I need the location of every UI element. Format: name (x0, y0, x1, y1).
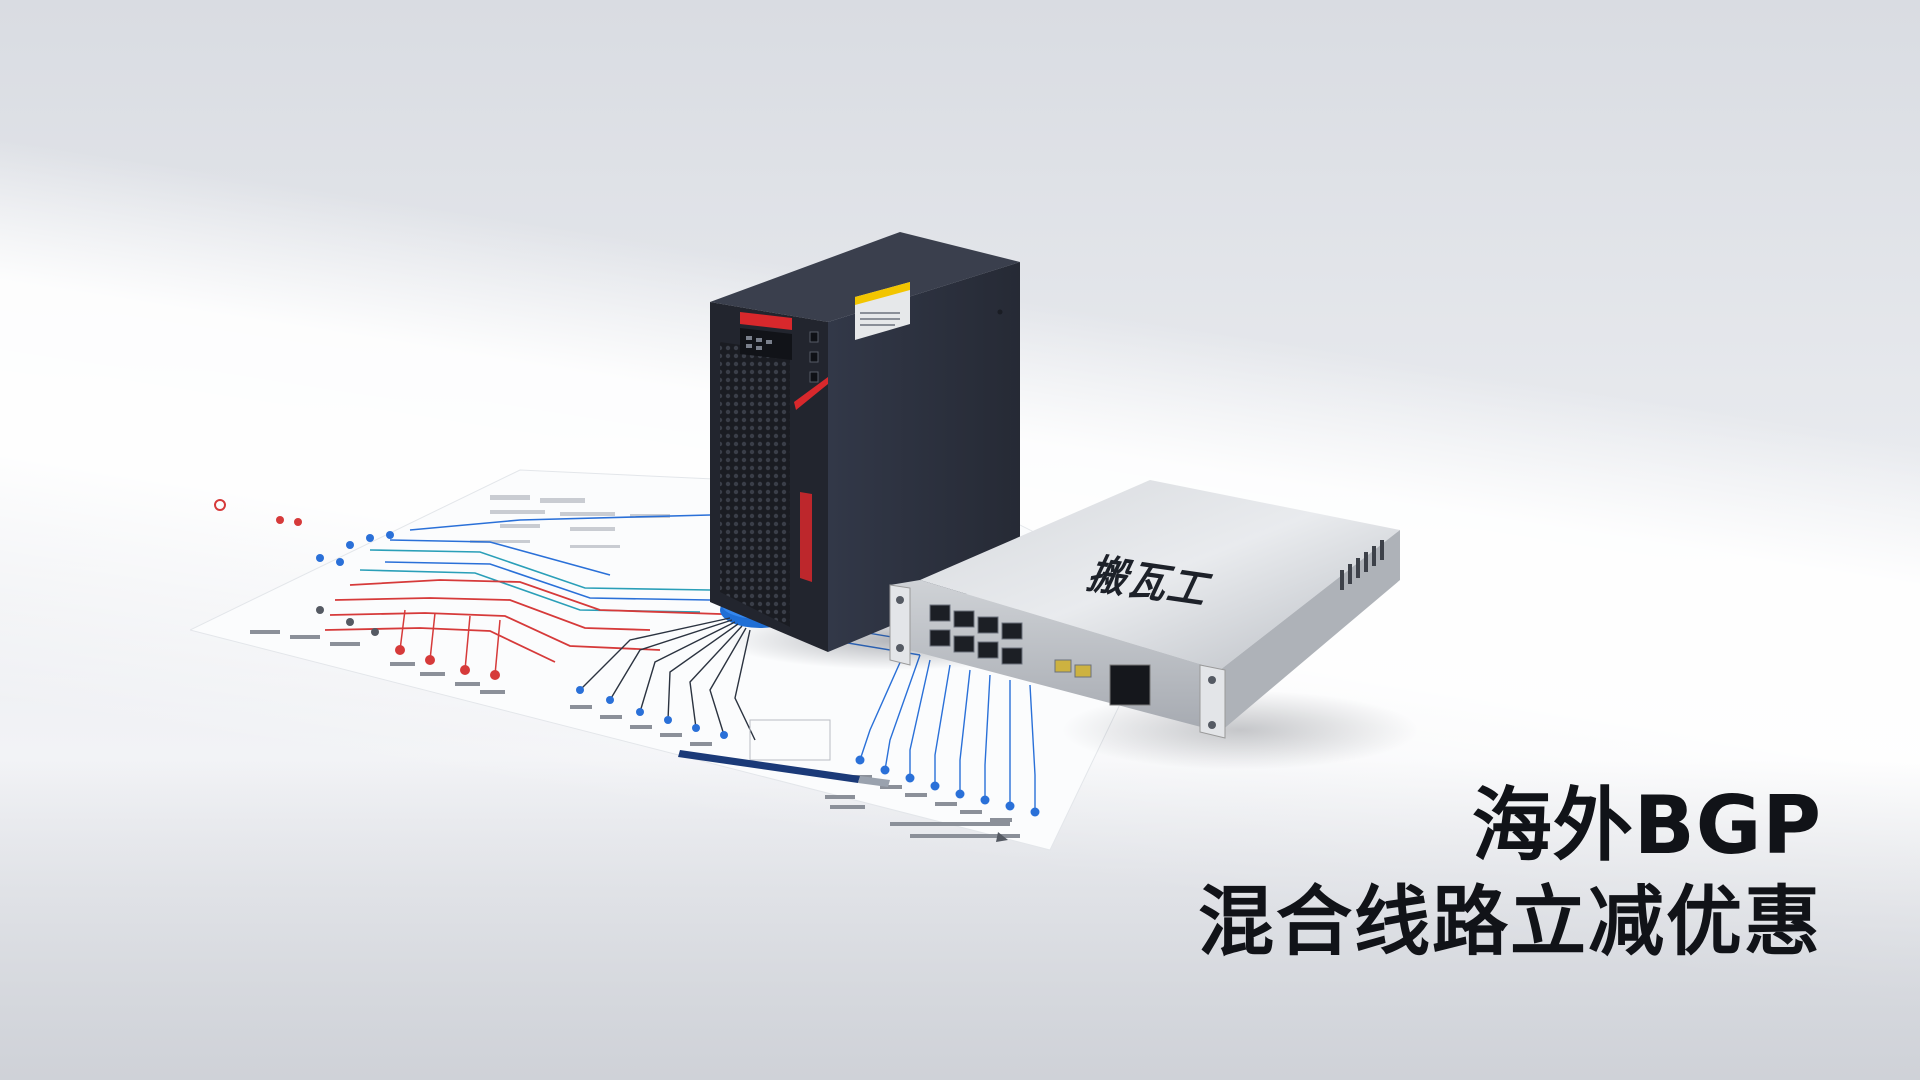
switch-ear-left (889, 584, 911, 666)
switch-ear-right (1199, 664, 1226, 739)
diagram-arrow (996, 832, 1008, 842)
diagram-nodes-red (214, 499, 500, 680)
headline-line2: 混合线路立减优惠 (1198, 877, 1822, 966)
network-switch-icon (889, 480, 1400, 739)
diagram-box (749, 719, 831, 761)
switch-top (920, 480, 1400, 670)
tower-buttons (809, 331, 819, 383)
tower-mesh (720, 342, 790, 627)
diagram-nodes-gray (316, 606, 379, 636)
tower-accent-top (740, 312, 792, 330)
diagram-nodes-blue-upper (316, 531, 394, 566)
diagram-labels (250, 630, 1020, 838)
diagram-bar (678, 750, 860, 783)
switch-vents (1340, 540, 1384, 590)
switch-side (1220, 530, 1400, 732)
tower-accent-stripe (794, 377, 828, 410)
diagram-nodes-blue-right (855, 755, 1040, 817)
headline-line1: 海外BGP (1471, 779, 1822, 872)
tower-side (828, 262, 1020, 652)
headline: 海外BGP 混合线路立减优惠 (1198, 778, 1822, 970)
server-tower-icon (710, 232, 1020, 652)
switch-ports (929, 604, 1023, 665)
switch-sfp-ports (1054, 659, 1092, 678)
switch-console-port (1109, 664, 1151, 706)
diagram-nodes-blue-mid (576, 686, 728, 739)
